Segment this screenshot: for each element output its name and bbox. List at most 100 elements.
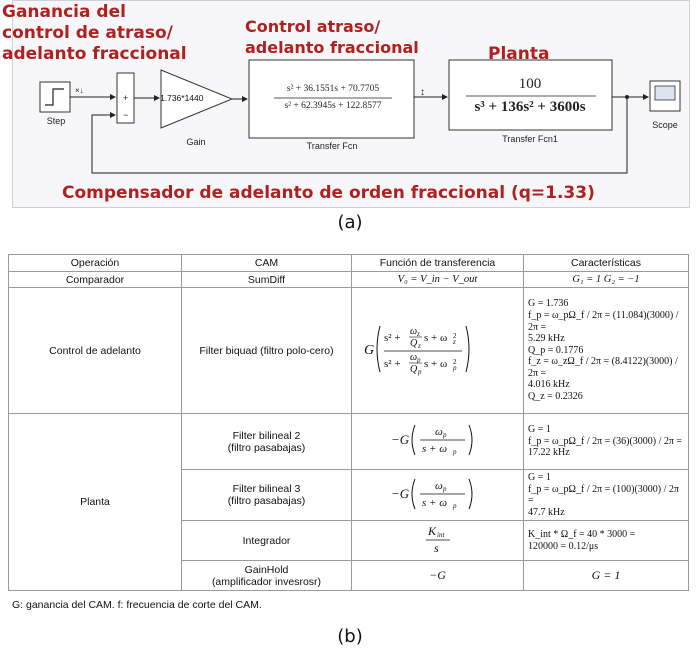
comparador-cam: SumDiff	[181, 271, 352, 288]
bilineal3-func: −G ω p s + ω p	[351, 468, 524, 522]
svg-text:p: p	[452, 448, 457, 456]
title-planta: Planta	[488, 44, 550, 64]
header-funcion: Función de transferencia	[351, 254, 524, 272]
comparador-func: V₀ = V_in − V_out	[351, 271, 524, 288]
caption-b: (b)	[337, 626, 363, 647]
integrador-chars-line: 120000 = 0.12/μs	[528, 540, 599, 552]
cam-table-wrap: Operación CAM Función de transferencia C…	[8, 254, 698, 592]
integrador-cam: Integrador	[181, 520, 352, 562]
title-control-line2: adelanto fraccional	[245, 38, 419, 57]
bilineal3-cam: Filter bilineal 3 (filtro pasabajas)	[181, 468, 352, 522]
svg-text:s² +: s² +	[384, 358, 401, 370]
svg-text:2: 2	[453, 358, 457, 366]
control-chars-line: Q_p = 0.1776	[528, 344, 584, 356]
tf-denominator: s² + 62.3945s + 122.8577	[284, 101, 382, 111]
transfer-fcn-block[interactable]	[248, 59, 415, 139]
svg-text:p: p	[442, 431, 447, 439]
table-row: Filter bilineal 3 (filtro pasabajas) −G …	[9, 468, 689, 522]
title-ganancia: Ganancia del control de atraso/ adelanto…	[2, 2, 187, 65]
title-control: Control atraso/ adelanto fraccional	[245, 16, 419, 58]
integrador-chars-line: K_int * Ω_f = 40 * 3000 =	[528, 529, 636, 541]
tf1-denominator: s³ + 136s² + 3600s	[474, 99, 586, 115]
header-operacion: Operación	[8, 254, 182, 272]
svg-text:ω: ω	[410, 352, 417, 363]
svg-text:Q: Q	[410, 364, 418, 375]
gain-value: 1.736*1440	[160, 93, 204, 103]
title-control-line1: Control atraso/	[245, 17, 381, 36]
svg-text:s: s	[434, 541, 439, 555]
control-chars-line: 4.016 kHz	[528, 379, 570, 391]
gainhold-cam-line: GainHold	[244, 563, 289, 576]
control-chars-line: f_z = ω_zΩ_f / 2π = (8.4122)(3000) / 2π …	[528, 356, 678, 379]
integrator-formula: K int s	[425, 524, 450, 555]
step-out-label: ×↓	[75, 86, 84, 95]
svg-text:p: p	[442, 485, 447, 493]
bilineal3-chars-line: 47.7 kHz	[528, 506, 565, 518]
step-icon	[45, 88, 64, 106]
table-row: Planta Filter bilineal 2 (filtro pasabaj…	[8, 412, 689, 592]
transfer-fcn1-label: Transfer Fcn1	[502, 134, 558, 144]
svg-text:2: 2	[453, 332, 457, 340]
gainhold-cam: GainHold (amplificador invesrosr)	[181, 560, 352, 592]
bilineal2-func: −G ω p s + ω p	[351, 413, 524, 470]
lowpass-formula: −G ω p s + ω p	[391, 478, 472, 510]
caption-a: (a)	[337, 212, 363, 233]
gain-label: Gain	[186, 137, 206, 147]
cam-table: Operación CAM Función de transferencia C…	[8, 254, 689, 592]
title-ganancia-line2: control de atraso/	[2, 23, 173, 43]
svg-text:p: p	[416, 356, 421, 364]
gain-block[interactable]	[160, 69, 234, 129]
control-chars: G = 1.736 f_p = ω_pΩ_f / 2π = (11.084)(3…	[523, 287, 689, 414]
header-caracteristicas: Características	[523, 254, 689, 272]
scope-label: Scope	[652, 120, 678, 130]
integrador-chars: K_int * Ω_f = 40 * 3000 = 120000 = 0.12/…	[523, 520, 689, 562]
svg-text:z: z	[417, 342, 421, 350]
table-footnote: G: ganancia del CAM. f: frecuencia de co…	[12, 599, 262, 611]
svg-text:ω: ω	[435, 426, 443, 438]
transfer-fcn-label: Transfer Fcn	[306, 141, 358, 151]
lowpass-formula: −G ω p s + ω p	[391, 424, 472, 456]
svg-text:s² +: s² +	[384, 332, 401, 344]
bilineal2-chars-line: 17.22 kHz	[528, 447, 570, 459]
gainhold-func: −G	[351, 560, 524, 592]
bilineal2-cam-line: Filter bilineal 2	[232, 429, 301, 442]
transfer-fcn1-block[interactable]	[448, 59, 613, 131]
bilineal3-cam-line: (filtro pasabajas)	[227, 495, 306, 508]
control-chars-line: Q_z = 0.2326	[528, 391, 583, 403]
table-header-row: Operación CAM Función de transferencia C…	[8, 254, 689, 272]
control-cam: Filter biquad (filtro polo-cero)	[181, 287, 352, 414]
scope-icon	[654, 85, 676, 101]
title-ganancia-line3: adelanto fraccional	[2, 44, 187, 64]
svg-text:−G: −G	[391, 432, 410, 447]
table-row: Integrador K int s K_int * Ω_f = 40 * 30…	[9, 520, 689, 562]
bilineal3-chars: G = 1 f_p = ω_pΩ_f / 2π = (100)(3000) / …	[523, 468, 689, 522]
svg-text:s + ω: s + ω	[424, 332, 447, 344]
control-func: G s² + ω z Q z s + ω 2 z s² + ω p Q p s …	[351, 287, 524, 414]
bilineal3-cam-line: Filter bilineal 3	[232, 483, 301, 496]
tf1-numerator: 100	[518, 76, 542, 92]
control-chars-line: 5.29 kHz	[528, 333, 565, 345]
integrador-func: K int s	[351, 520, 524, 562]
sum-plus-sign: +	[123, 93, 129, 103]
bilineal2-cam-line: (filtro pasabajas)	[227, 441, 306, 454]
svg-text:s + ω: s + ω	[424, 358, 447, 370]
svg-text:z: z	[416, 330, 420, 338]
svg-text:G: G	[364, 343, 374, 358]
bilineal2-cam: Filter bilineal 2 (filtro pasabajas)	[181, 413, 352, 470]
title-ganancia-line1: Ganancia del	[2, 2, 126, 22]
tf-numerator: s² + 36.1551s + 70.7705	[286, 84, 380, 94]
control-chars-line: f_p = ω_pΩ_f / 2π = (11.084)(3000) / 2π …	[528, 309, 679, 333]
diagram-svg	[39, 59, 681, 174]
feedback-wire	[91, 97, 628, 174]
svg-text:z: z	[452, 338, 456, 346]
svg-text:K: K	[427, 524, 437, 538]
control-chars-line: G = 1.736	[528, 298, 569, 310]
title-compensador: Compensador de adelanto de orden fraccio…	[62, 183, 595, 203]
biquad-formula: G s² + ω z Q z s + ω 2 z s² + ω p Q p s …	[364, 325, 469, 376]
table-row: Comparador SumDiff V₀ = V_in − V_out G₁ …	[8, 271, 689, 288]
step-block[interactable]	[39, 81, 71, 113]
gainhold-chars: G = 1	[523, 560, 689, 592]
bilineal2-chars: G = 1 f_p = ω_pΩ_f / 2π = (36)(3000) / 2…	[523, 413, 689, 470]
simulink-diagram: Ganancia del control de atraso/ adelanto…	[0, 0, 700, 210]
header-cam: CAM	[181, 254, 352, 272]
